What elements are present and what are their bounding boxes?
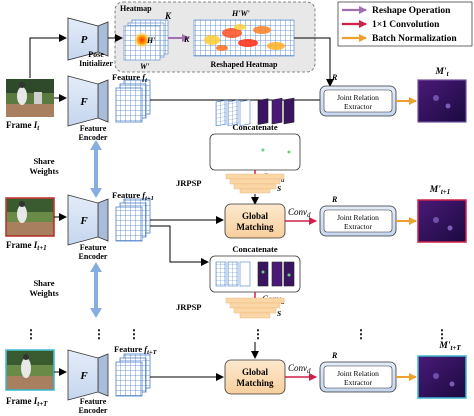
heatmap-k-label: K (164, 11, 172, 21)
share-weights-2-line2: Weights (29, 288, 59, 298)
gm-label-2-line2: Matching (237, 378, 274, 388)
encoder-symbol-t1: F (79, 215, 88, 227)
feature-map-t1 (115, 198, 151, 242)
conv-d-label-1: Convd (288, 207, 311, 219)
joint-relation-extractor-t1: Joint Relation Extractor (319, 205, 397, 237)
share-weights-2-line1: Share (33, 278, 54, 288)
legend-reshape-label: Reshape Operation (372, 6, 451, 16)
reshaped-heatmap-caption: Reshaped Heatmap (211, 60, 278, 69)
feature-encoder-t1: F Feature Encoder (67, 194, 109, 261)
frame-label-t1: Frame It+1 (6, 240, 47, 252)
global-matching-2: Global Matching (224, 359, 286, 395)
reshaped-hw-label: H'W' (231, 9, 251, 18)
row-tT: Frame It+T F Feature Encoder Feature ft+… (5, 341, 467, 415)
feature-label-t1: Feature ft+1 (112, 190, 154, 202)
legend-bn-label: Batch Normalization (372, 34, 457, 44)
jre-r-label-tT: R (331, 351, 338, 360)
ellipsis-jre: ⋮ (355, 327, 367, 341)
jre-label-2-t: Extractor (344, 102, 372, 111)
ellipsis-middle: ⋮ (252, 327, 264, 341)
feature-encoder-t: F Feature Encoder (67, 75, 109, 142)
jrpsp-pyramid-1 (225, 173, 285, 194)
ellipsis-encoder: ⋮ (93, 327, 105, 341)
encoder-label-2-t: Encoder (79, 133, 108, 142)
share-weights-1-line2: Weights (29, 166, 59, 176)
jre-r-label-t1: R (331, 195, 338, 204)
encoder-label-2-tT: Encoder (79, 406, 108, 415)
gm-label-1-line2: Matching (237, 222, 274, 232)
jre-label-1-t1: Joint Relation (337, 213, 379, 222)
jre-label-2-tT: Extractor (344, 378, 372, 387)
gm-label-2-line1: Global (242, 367, 269, 377)
share-weights-1-line1: Share (33, 156, 54, 166)
s-label-2: S (277, 309, 281, 318)
feature-label-t: Feature ft (112, 72, 147, 84)
jrpsp-label-2: JRPSP (176, 302, 202, 312)
ellipsis-frame: ⋮ (25, 327, 37, 341)
frame-image-t1 (5, 197, 55, 237)
encoder-label-1-t1: Feature (80, 243, 107, 252)
concatenate-label-2: Concatenate (232, 244, 278, 254)
jre-label-1-tT: Joint Relation (337, 369, 379, 378)
reshaped-k-label: K (183, 35, 190, 44)
frame-label-tT: Frame It+T (6, 396, 48, 408)
heatmap-to-jre-arrow (294, 37, 334, 87)
ellipsis-feature: ⋮ (128, 327, 140, 341)
output-label-tT: M't+T (438, 341, 461, 352)
joint-relation-extractor-t: Joint Relation Extractor (319, 85, 397, 117)
heatmap-title: Heatmap (120, 4, 152, 13)
encoder-symbol-t: F (79, 96, 88, 108)
legend-conv-label: 1×1 Convolution (372, 20, 440, 30)
legend: Reshape Operation 1×1 Convolution Batch … (337, 1, 473, 47)
encoder-label-1-tT: Feature (80, 397, 107, 406)
row-t: Frame It F Feature Encoder Feature ft R … (6, 67, 467, 142)
frame-to-pose-arrow (29, 34, 67, 78)
jrpsp-label-1: JRPSP (176, 178, 202, 188)
output-label-t: M't (434, 67, 449, 78)
output-map-t (417, 79, 467, 123)
output-map-t1 (417, 199, 467, 243)
feature-encoder-tT: F Feature Encoder (67, 349, 109, 415)
concatenate-block-1 (209, 97, 301, 171)
global-matching-1: Global Matching (224, 203, 286, 239)
feature-to-concat-arrow-2 (150, 225, 209, 266)
jre-label-2-t1: Extractor (344, 222, 372, 231)
pose-initializer-symbol: P (81, 34, 88, 46)
heatmap-panel: Heatmap K H' W' H'W' K Reshaped Heatmap (114, 1, 316, 73)
share-weights-1: Share Weights (29, 140, 102, 198)
share-weights-2: Share Weights (29, 262, 102, 318)
conv-d-label-2: Convd (288, 363, 311, 375)
jre-label-1-t: Joint Relation (337, 93, 379, 102)
pose-initializer-label-1: Pose (88, 50, 104, 59)
ellipsis-output: ⋮ (436, 327, 448, 341)
frame-label-t: Frame It (6, 120, 40, 132)
frame-image-tT (5, 349, 55, 391)
heatmap-h-label: H' (146, 36, 156, 45)
joint-relation-extractor-tT: Joint Relation Extractor (319, 361, 397, 393)
heatmap-cube (123, 19, 169, 61)
jre-r-label-t: R (331, 73, 338, 82)
feature-map-tT (115, 353, 151, 397)
heatmap-w-label: W' (140, 62, 150, 71)
gm-label-1-line1: Global (242, 211, 269, 221)
output-label-t1: M't+1 (429, 185, 451, 196)
feature-map-t (115, 79, 151, 123)
encoder-label-2-t1: Encoder (79, 252, 108, 261)
concatenate-block-2 (209, 255, 301, 293)
row-t1: Frame It+1 F Feature Encoder Feature ft+… (5, 185, 467, 261)
pose-initializer: P Pose Initializer (67, 17, 113, 68)
jrpsp-pyramid-2 (225, 297, 285, 319)
pose-initializer-label-2: Initializer (79, 59, 113, 68)
encoder-symbol-tT: F (79, 370, 88, 382)
feature-label-tT: Feature ft+T (114, 344, 158, 356)
reshaped-heatmap (193, 19, 295, 57)
output-map-tT (417, 355, 467, 399)
s-label-1: S (277, 184, 281, 193)
encoder-label-1-t: Feature (80, 124, 107, 133)
frame-image-t (6, 79, 54, 117)
concatenate-label-1: Concatenate (232, 122, 278, 132)
